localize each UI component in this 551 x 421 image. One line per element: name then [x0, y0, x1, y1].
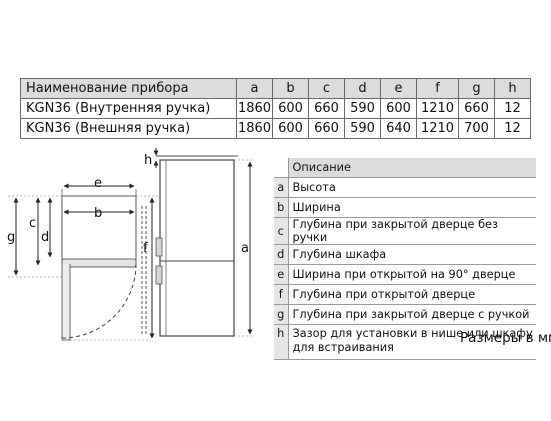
legend-row: c Глубина при закрытой дверце без ручки — [274, 217, 536, 245]
header-e: e — [380, 78, 417, 99]
dimension-label-h: h — [144, 153, 152, 168]
dimension-label-d: d — [41, 230, 49, 245]
cell-e: 640 — [380, 118, 417, 139]
legend-table: Описание a Высота b Ширина c Глубина при… — [274, 158, 536, 360]
handle-lower — [155, 265, 163, 285]
legend-row: f Глубина при открытой дверце — [274, 284, 536, 305]
dimension-label-a: a — [241, 241, 249, 256]
legend-key: a — [274, 177, 289, 198]
dimension-label-g: g — [7, 230, 15, 245]
legend-text: Ширина — [292, 201, 341, 214]
dimension-label-b: b — [94, 206, 102, 221]
header-g: g — [458, 78, 495, 99]
cell-f: 1210 — [416, 118, 459, 139]
header-f: f — [416, 78, 459, 99]
door-open-outline — [61, 264, 71, 341]
fridge-dimension-drawing: e b g c d f h — [7, 148, 254, 341]
legend-row: e Ширина при открытой на 90° дверце — [274, 264, 536, 285]
table-row: KGN36 (Внешняя ручка) 1860 600 660 590 6… — [20, 118, 531, 139]
legend-text: Зазор для установки в нише или шкафу для… — [292, 327, 533, 354]
legend-key: d — [274, 244, 289, 265]
cell-c: 660 — [308, 98, 345, 119]
legend-key: h — [274, 324, 289, 360]
cell-g: 660 — [458, 98, 495, 119]
cell-b: 600 — [272, 118, 309, 139]
table-header-row: Наименование прибора a b c d e f g h — [20, 78, 531, 99]
cell-d: 590 — [344, 118, 381, 139]
cell-g: 700 — [458, 118, 495, 139]
dimension-label-e: e — [94, 176, 102, 191]
cell-h: 12 — [494, 118, 531, 139]
legend-key: g — [274, 304, 289, 325]
cell-a: 1860 — [236, 118, 273, 139]
units-note: Размеры в мм — [460, 330, 551, 346]
cell-d: 590 — [344, 98, 381, 119]
header-b: b — [272, 78, 309, 99]
cell-e: 600 — [380, 98, 417, 119]
header-model: Наименование прибора — [20, 78, 237, 99]
legend-header-row: Описание — [274, 158, 536, 178]
door-closed-outline — [61, 258, 137, 268]
fridge-top-outline — [61, 195, 137, 267]
header-c: c — [308, 78, 345, 99]
header-d: d — [344, 78, 381, 99]
legend-text: Высота — [292, 181, 336, 194]
door-swing-arc — [61, 263, 137, 339]
top-view: e b g c d — [7, 176, 160, 341]
handle-upper — [155, 237, 163, 257]
cell-b: 600 — [272, 98, 309, 119]
legend-text: Глубина шкафа — [292, 248, 387, 261]
legend-row: a Высота — [274, 177, 536, 198]
legend-title: Описание — [288, 158, 536, 178]
cell-model: KGN36 (Внутренняя ручка) — [20, 98, 237, 119]
legend-text: Глубина при открытой дверце — [292, 288, 476, 301]
legend-text: Ширина при открытой на 90° дверце — [292, 268, 516, 281]
legend-row: d Глубина шкафа — [274, 244, 536, 265]
dimension-label-c: c — [29, 216, 36, 231]
header-h: h — [494, 78, 531, 99]
legend-row: g Глубина при закрытой дверце с ручкой — [274, 304, 536, 325]
header-a: a — [236, 78, 273, 99]
legend-key: f — [274, 284, 289, 305]
side-view: f h a — [141, 148, 254, 339]
fridge-side-outline — [159, 159, 235, 337]
legend-text: Глубина при закрытой дверце с ручкой — [292, 308, 530, 321]
dimensions-table: Наименование прибора a b c d e f g h KGN… — [20, 78, 531, 139]
legend-text: Глубина при закрытой дверце без ручки — [292, 218, 499, 244]
legend-row: h Зазор для установки в нише или шкафу д… — [274, 324, 536, 360]
cell-model: KGN36 (Внешняя ручка) — [20, 118, 237, 139]
table-row: KGN36 (Внутренняя ручка) 1860 600 660 59… — [20, 98, 531, 119]
cell-c: 660 — [308, 118, 345, 139]
legend-key: e — [274, 264, 289, 285]
cell-a: 1860 — [236, 98, 273, 119]
legend-key: c — [274, 217, 289, 245]
legend-row: b Ширина — [274, 197, 536, 218]
cell-h: 12 — [494, 98, 531, 119]
cell-f: 1210 — [416, 98, 459, 119]
legend-key: b — [274, 197, 289, 218]
